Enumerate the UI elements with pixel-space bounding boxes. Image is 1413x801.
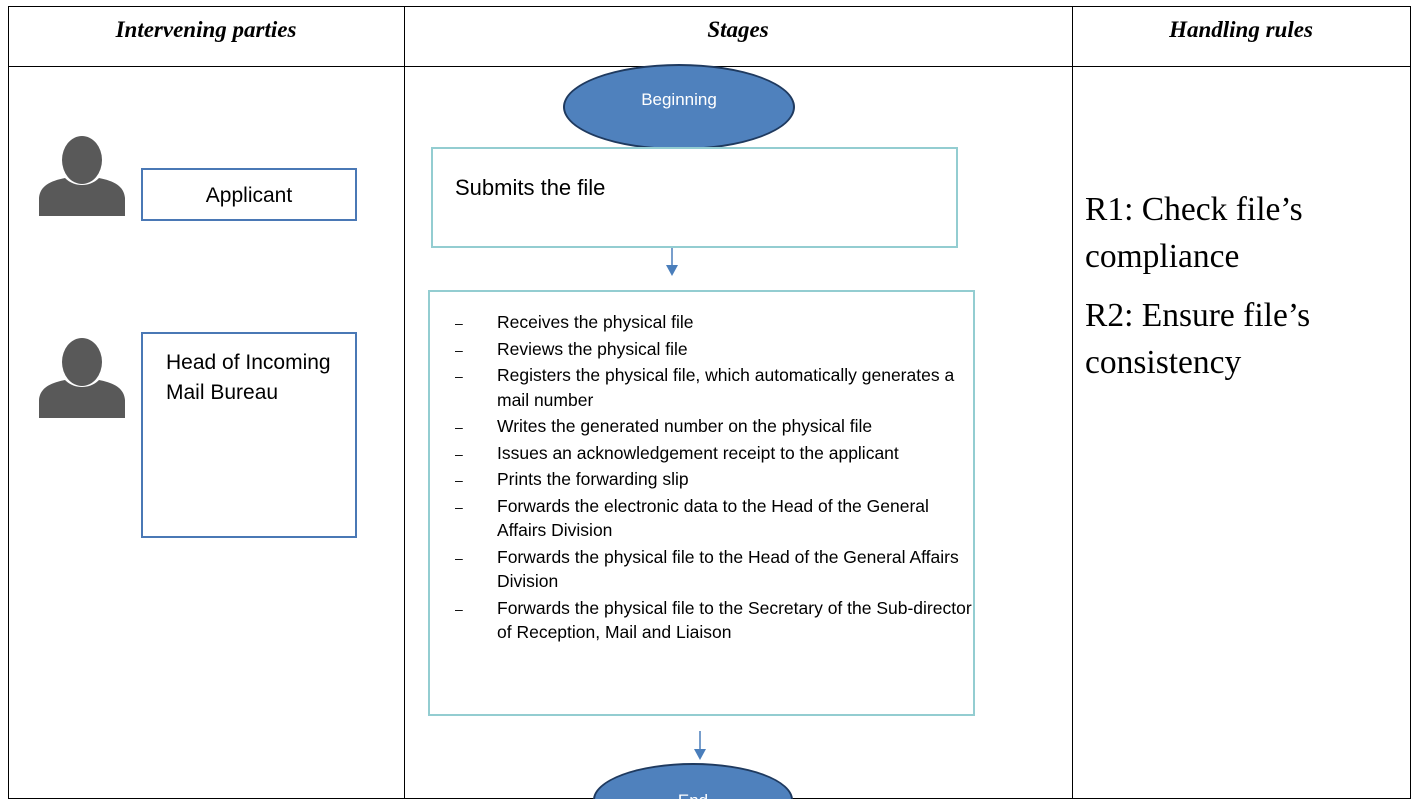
step-text: Forwards the physical file to the Head o…	[497, 546, 959, 592]
step-item: –Writes the generated number on the phys…	[455, 416, 873, 436]
step-text: Receives the physical file	[497, 312, 694, 332]
column-divider-2	[1072, 6, 1073, 801]
table-border-right	[1410, 6, 1411, 801]
step-item: –Forwards the electronic data to the Hea…	[455, 495, 929, 541]
table-border-left	[8, 6, 9, 801]
start-oval: Beginning	[563, 64, 795, 150]
bureau-steps-list: –Receives the physical file –Reviews the…	[430, 310, 973, 645]
end-label: End	[677, 791, 709, 801]
step-item: –Reviews the physical file	[455, 338, 688, 359]
submit-file-label: Submits the file	[455, 175, 606, 200]
header-intervening-parties: Intervening parties	[115, 17, 297, 42]
step-text: Reviews the physical file	[497, 338, 688, 359]
step-text: Writes the generated number on the physi…	[497, 416, 873, 436]
step-item: –Receives the physical file	[455, 312, 694, 332]
start-label: Beginning	[641, 90, 717, 109]
step-item: –Prints the forwarding slip	[455, 469, 689, 489]
step-item: –Forwards the physical file to the Secre…	[455, 597, 972, 643]
table-border-top	[8, 6, 1411, 7]
step-item: –Registers the physical file, which auto…	[455, 365, 955, 410]
column-divider-1	[404, 6, 405, 801]
applicant-label: Applicant	[205, 184, 293, 207]
header-stages: Stages	[707, 17, 769, 42]
step-text: Forwards the electronic data to the Head…	[497, 495, 929, 541]
step-text: Issues an acknowledgement receipt to the…	[497, 442, 899, 463]
bureau-head-person-icon	[39, 338, 125, 418]
step-item: –Issues an acknowledgement receipt to th…	[455, 442, 899, 463]
bureau-steps-box: –Receives the physical file –Reviews the…	[428, 290, 975, 716]
step-item: –Forwards the physical file to the Head …	[455, 546, 959, 592]
applicant-person-icon	[39, 136, 125, 216]
handling-rules-list: R1: Check file’s compliance R2: Ensure f…	[1085, 186, 1405, 398]
step-text: Registers the physical file, which autom…	[497, 365, 955, 410]
page-bottom-mask	[0, 799, 1413, 801]
bureau-head-box: Head of Incoming Mail Bureau	[141, 332, 357, 538]
bureau-head-label: Head of Incoming Mail Bureau	[166, 351, 331, 404]
step-text: Forwards the physical file to the Secret…	[497, 597, 972, 643]
header-handling-rules: Handling rules	[1169, 17, 1313, 42]
submit-file-box: Submits the file	[431, 147, 958, 248]
rule-r1: R1: Check file’s compliance	[1085, 191, 1303, 275]
rule-r2: R2: Ensure file’s consistency	[1085, 297, 1311, 381]
step-text: Prints the forwarding slip	[497, 469, 689, 489]
applicant-box: Applicant	[141, 168, 357, 221]
